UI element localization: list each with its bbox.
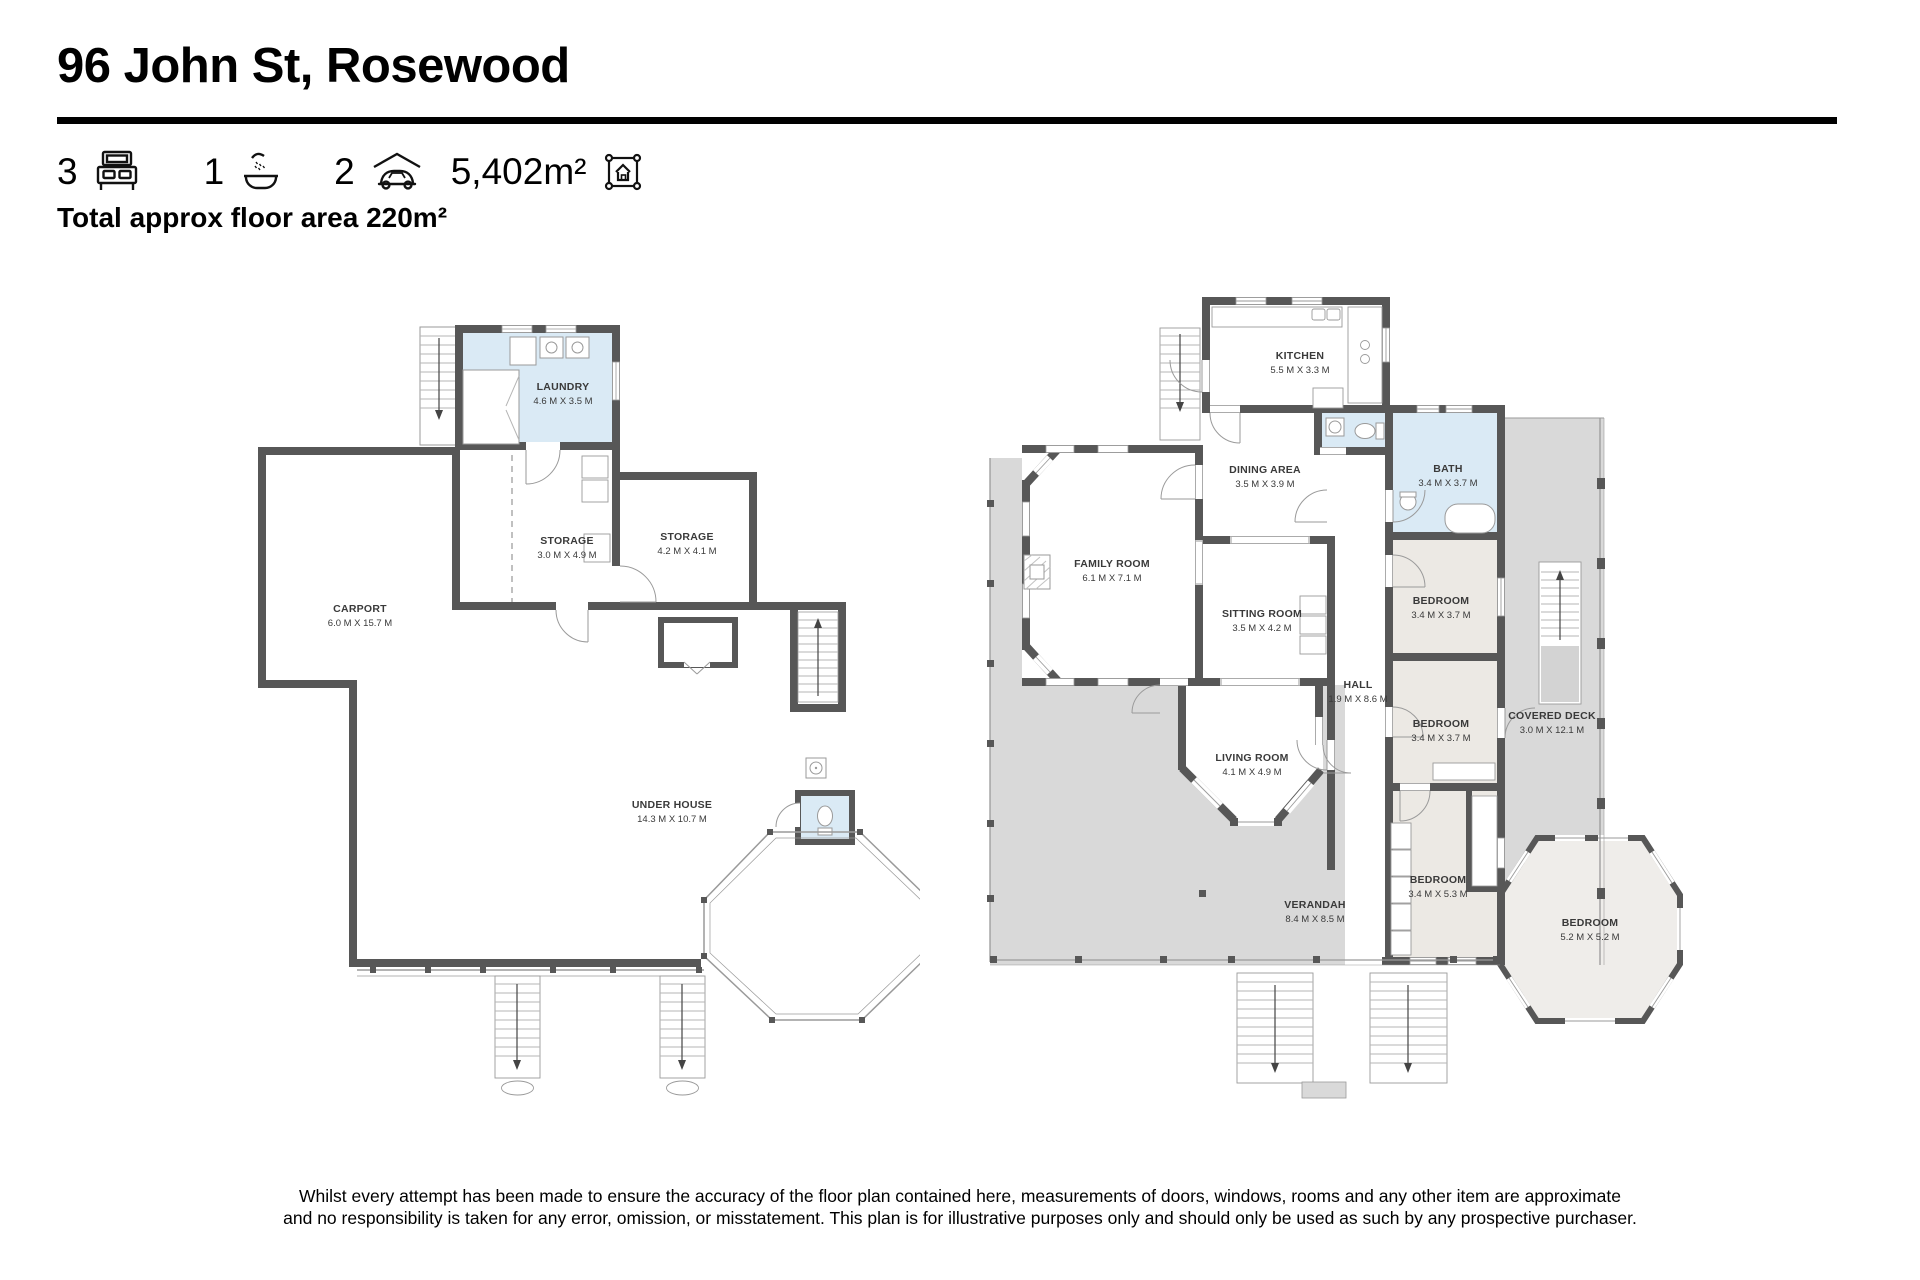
bath-count: 1 (203, 151, 225, 192)
svg-text:14.3 M X 10.7 M: 14.3 M X 10.7 M (637, 814, 707, 825)
label-bedroom-4: BEDROOM (1562, 917, 1619, 929)
disclaimer-line-1: Whilst every attempt has been made to en… (299, 1186, 1621, 1206)
room-living (1178, 685, 1323, 822)
bedroom3-closets (1390, 822, 1412, 956)
covered-deck-edge (1505, 417, 1605, 965)
verandah-edge-lower (357, 967, 704, 977)
plan-lower-level: LAUNDRY 4.6 M X 3.5 M CARPORT 6.0 M X 15… (258, 325, 920, 1096)
exhaust-fan (805, 757, 827, 779)
stairs-deck (1538, 561, 1582, 705)
label-hall: HALL (1344, 679, 1373, 691)
wc-fixtures (1325, 417, 1385, 440)
bath-fixtures (1399, 491, 1496, 534)
labels-upper: KITCHEN 5.5 M X 3.3 M DINING AREA 3.5 M … (1074, 350, 1619, 943)
bath-icon (238, 149, 284, 195)
stairs-verandah-left (1236, 972, 1314, 1084)
svg-text:3.4 M X 3.7 M: 3.4 M X 3.7 M (1411, 610, 1470, 621)
svg-text:8.4 M X 8.5 M: 8.4 M X 8.5 M (1285, 914, 1344, 925)
title-divider (57, 117, 1837, 124)
labels-lower: LAUNDRY 4.6 M X 3.5 M CARPORT 6.0 M X 15… (328, 381, 717, 825)
svg-text:4.1 M X 4.9 M: 4.1 M X 4.9 M (1222, 767, 1281, 778)
windows-upper (1022, 297, 1505, 965)
label-verandah: VERANDAH (1284, 899, 1346, 911)
svg-text:3.4 M X 3.7 M: 3.4 M X 3.7 M (1411, 733, 1470, 744)
label-covered-deck: COVERED DECK (1508, 710, 1596, 722)
toilet-room (775, 790, 855, 845)
watermark-overlay (1688, 1156, 1920, 1280)
property-stats: 3 1 2 (57, 148, 646, 196)
svg-text:3.5 M X 4.2 M: 3.5 M X 4.2 M (1232, 623, 1291, 634)
label-family: FAMILY ROOM (1074, 558, 1150, 570)
storage-shelves (581, 455, 611, 563)
label-laundry: LAUNDRY (537, 381, 590, 393)
svg-text:6.1 M X 7.1 M: 6.1 M X 7.1 M (1082, 573, 1141, 584)
disclaimer: Whilst every attempt has been made to en… (0, 1186, 1920, 1229)
svg-text:4.2 M X 4.1 M: 4.2 M X 4.1 M (657, 546, 716, 557)
svg-text:3.0 M X 4.9 M: 3.0 M X 4.9 M (537, 550, 596, 561)
svg-text:3.5 M X 3.9 M: 3.5 M X 3.9 M (1235, 479, 1294, 490)
fireplace (1023, 554, 1051, 590)
doors-upper (1131, 359, 1536, 822)
bedroom2-closet (1432, 762, 1496, 781)
label-bath: BATH (1433, 463, 1462, 475)
stairs-down-right (659, 975, 706, 1096)
svg-text:3.4 M X 3.7 M: 3.4 M X 3.7 M (1418, 478, 1477, 489)
stairs-under-house (797, 611, 839, 703)
octagon-walls (1497, 835, 1683, 1024)
windows-lower (501, 325, 620, 401)
svg-text:5.5 M X 3.3 M: 5.5 M X 3.3 M (1270, 365, 1329, 376)
label-carport: CARPORT (333, 603, 387, 615)
label-under-house: UNDER HOUSE (632, 799, 712, 811)
label-living: LIVING ROOM (1215, 752, 1288, 764)
svg-text:5.2 M X 5.2 M: 5.2 M X 5.2 M (1560, 932, 1619, 943)
stairs-verandah-right (1369, 972, 1448, 1084)
svg-text:3.0 M X 12.1 M: 3.0 M X 12.1 M (1520, 725, 1585, 736)
label-storage-2: STORAGE (660, 531, 713, 543)
floor-area-note: Total approx floor area 220m² (57, 202, 448, 233)
label-dining: DINING AREA (1229, 464, 1301, 476)
under-house-room (658, 617, 738, 675)
svg-text:3.4 M X 5.3 M: 3.4 M X 5.3 M (1408, 889, 1467, 900)
car-icon (369, 150, 425, 194)
land-size-icon (600, 149, 646, 195)
svg-text:1.9 M X 8.6 M: 1.9 M X 8.6 M (1328, 694, 1387, 705)
laundry-closet (462, 369, 520, 445)
label-bedroom-1: BEDROOM (1413, 595, 1470, 607)
room-bedroom-1 (1393, 540, 1497, 653)
svg-text:4.6 M X 3.5 M: 4.6 M X 3.5 M (533, 396, 592, 407)
walkin-closet (1466, 791, 1505, 892)
label-bedroom-2: BEDROOM (1413, 718, 1470, 730)
disclaimer-line-2: and no responsibility is taken for any e… (283, 1207, 1637, 1228)
label-bedroom-3: BEDROOM (1410, 874, 1467, 886)
car-count: 2 (334, 151, 355, 192)
stairs-entry (1159, 327, 1201, 441)
deck-octagon (701, 829, 920, 1023)
label-kitchen: KITCHEN (1276, 350, 1324, 362)
land-size: 5,402m² (450, 151, 587, 192)
page-title: 96 John St, Rosewood (57, 39, 570, 93)
verandah-rails (987, 458, 1500, 966)
bed-count: 3 (57, 151, 78, 192)
sofa (1299, 595, 1327, 655)
svg-text:6.0 M X 15.7 M: 6.0 M X 15.7 M (328, 618, 393, 629)
label-storage-1: STORAGE (540, 535, 593, 547)
laundry-appliances (509, 336, 590, 366)
verandah-left (990, 458, 1022, 688)
stairs-down-left (494, 975, 541, 1096)
label-sitting: SITTING ROOM (1222, 608, 1302, 620)
stairs-top-left (419, 326, 459, 446)
kitchen-counters (1211, 306, 1383, 409)
doors-lower (525, 442, 657, 643)
bed-icon (92, 150, 142, 194)
plan-main-level: KITCHEN 5.5 M X 3.3 M DINING AREA 3.5 M … (987, 297, 1683, 1099)
room-bedroom-4 (1500, 838, 1680, 1021)
stairs-landing (1301, 1081, 1347, 1099)
